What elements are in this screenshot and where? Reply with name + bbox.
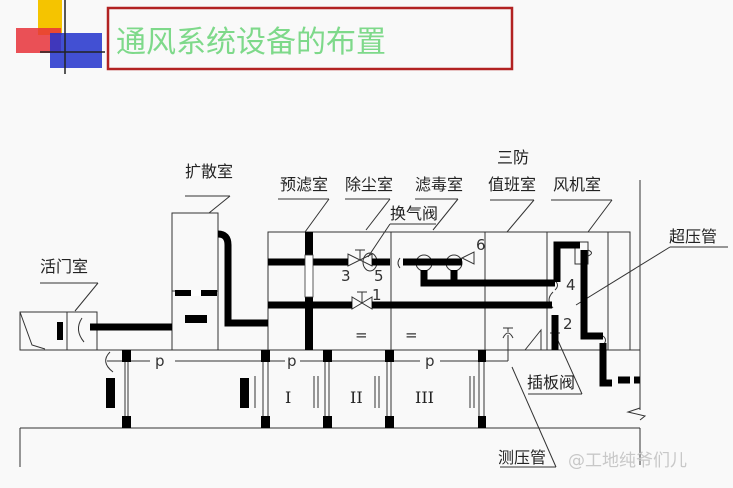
corridor-p-2: p [287, 352, 297, 370]
solid-blocks [57, 232, 486, 428]
door-I: I [285, 388, 291, 407]
label-dust-room: 除尘室 [345, 175, 393, 194]
label-duty-room-2: 值班室 [488, 175, 536, 194]
valve-number-1: 1 [372, 286, 382, 304]
title-box [106, 6, 514, 71]
valve-number-6: 6 [476, 236, 486, 254]
label-valve-room: 活门室 [40, 257, 88, 276]
eq-mark-2: = [405, 326, 418, 344]
label-fan-room: 风机室 [553, 175, 601, 194]
valve-number-3: 3 [341, 267, 351, 285]
corridor-p-1: p [155, 352, 165, 370]
eq-mark-1: = [355, 326, 368, 344]
label-plate-valve: 插板阀 [527, 373, 575, 392]
label-pressure-tube: 测压管 [498, 448, 546, 467]
label-expansion-room: 扩散室 [185, 162, 233, 181]
label-prefilter-room: 预滤室 [280, 175, 328, 194]
label-exchange-valve: 换气阀 [390, 204, 438, 223]
valve-number-4: 4 [566, 276, 576, 294]
watermark: @工地纯爷们儿 [568, 451, 687, 471]
label-duty-room-1: 三防 [497, 148, 529, 167]
valve-number-2: 2 [563, 315, 573, 333]
door-III: III [415, 388, 434, 407]
label-filter-room: 滤毒室 [415, 175, 463, 194]
door-II: II [350, 388, 363, 407]
title-decoration [16, 0, 105, 74]
label-overpressure-pipe: 超压管 [669, 227, 717, 246]
valve-number-5: 5 [374, 267, 384, 285]
corridor-p-3: p [425, 352, 435, 370]
page-title: 通风系统设备的布置 [116, 25, 386, 60]
